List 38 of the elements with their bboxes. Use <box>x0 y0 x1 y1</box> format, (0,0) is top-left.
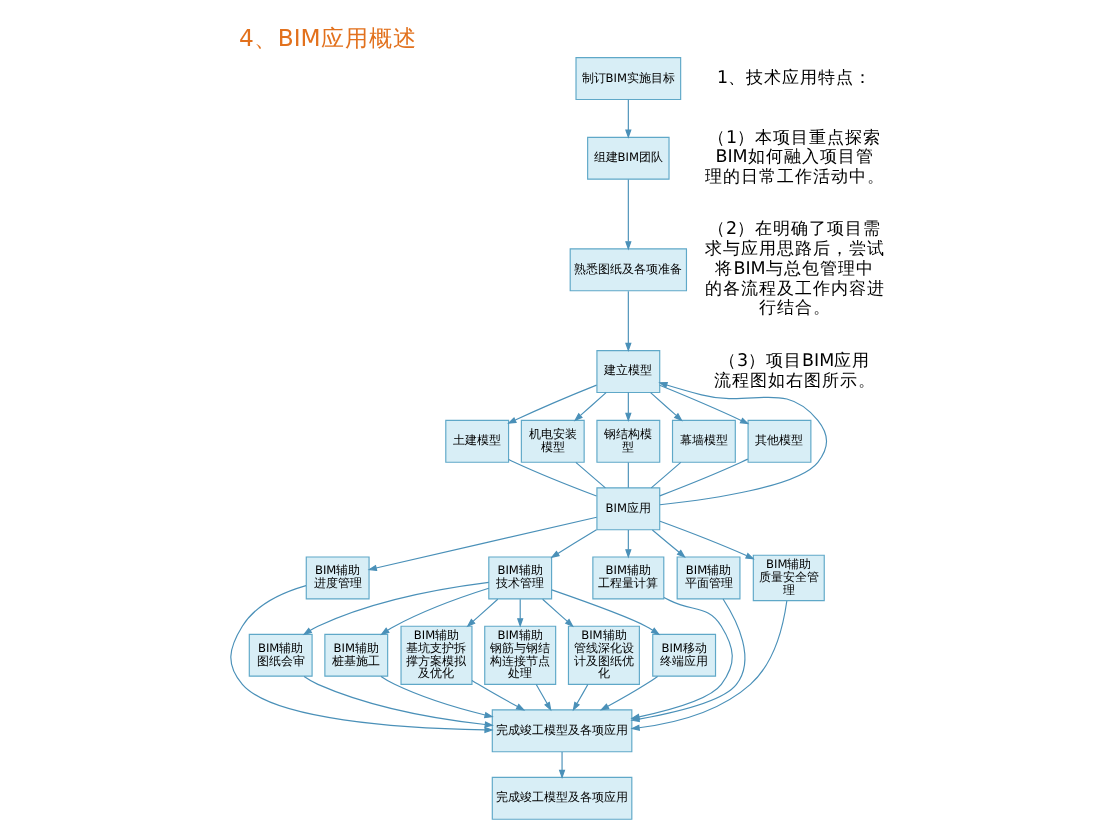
arrow <box>380 586 490 635</box>
arrow <box>380 674 494 718</box>
arrow <box>303 674 494 727</box>
arrow <box>471 678 526 710</box>
diagram-title: 4、BIM应用概述 <box>238 23 417 52</box>
label: （2）在明确了项目需求与应用思路后，尝试将BIM与总包管理中的各流程及工作内容进行结合。 <box>704 219 885 319</box>
connector <box>508 458 598 496</box>
arrow <box>542 597 574 627</box>
arrow <box>535 682 552 711</box>
arrow <box>651 528 686 557</box>
arrow <box>367 515 598 570</box>
arrow <box>466 597 499 627</box>
arrow <box>650 391 683 421</box>
arrow <box>302 580 490 635</box>
arrow <box>659 383 750 424</box>
arrow <box>230 584 494 733</box>
arrow <box>625 177 632 250</box>
arrow <box>516 597 524 627</box>
connector <box>575 460 606 488</box>
arrow <box>551 588 661 635</box>
arrow <box>573 391 607 421</box>
arrow <box>625 528 632 558</box>
connector <box>650 460 682 488</box>
arrow <box>572 682 589 711</box>
label: （1）本项目重点探索BIM如何融入项目管理的日常工作活动中。 <box>704 127 885 188</box>
label: 1、技术应用特点： <box>717 67 873 88</box>
connector <box>627 460 629 488</box>
arrow <box>558 750 566 779</box>
arrow <box>659 519 755 559</box>
arrow <box>658 380 828 505</box>
arrow <box>625 289 632 352</box>
arrow <box>507 383 598 423</box>
connector <box>659 457 749 496</box>
arrow <box>599 674 659 710</box>
arrow <box>625 98 632 138</box>
arrow <box>625 391 632 421</box>
label: （3）项目BIM应用流程图如右图所示。 <box>713 350 876 391</box>
arrow <box>550 528 598 558</box>
